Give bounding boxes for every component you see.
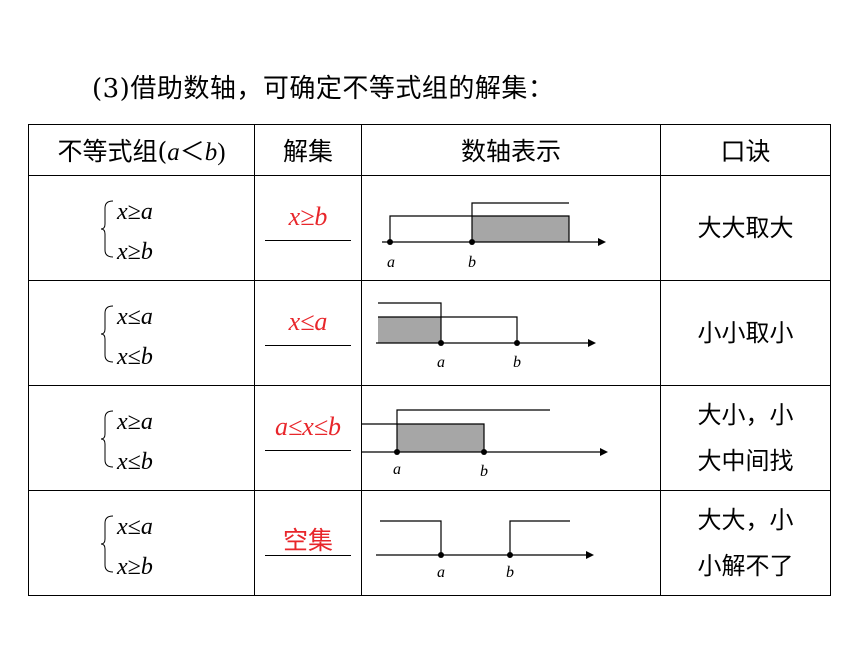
point-a [394, 449, 400, 455]
table-row: x≤a x≥b 空集 a b 大大，小小解不了 [28, 490, 831, 596]
point-b [469, 239, 475, 245]
number-line-cell: a b [361, 490, 661, 596]
answer-blank-line [265, 450, 351, 451]
label-a: a [437, 564, 445, 581]
solution-text: a≤x≤b [274, 412, 342, 441]
inequality-2: x≥b [117, 239, 153, 265]
number-line-cell: a b [361, 280, 661, 386]
rule-cell: 小小取小 [660, 280, 831, 386]
solution-cell: 空集 [254, 490, 362, 596]
inequality-1: x≤a [117, 514, 153, 540]
solution-cell: x≤a [254, 280, 362, 386]
axis-arrow-icon [586, 551, 594, 559]
label-b: b [468, 254, 476, 271]
inequality-1: x≥a [117, 199, 153, 225]
point-b [507, 552, 513, 558]
label-b: b [506, 564, 514, 581]
axis-arrow-icon [588, 339, 596, 347]
answer-blank-line [265, 555, 351, 556]
label-a: a [393, 461, 401, 478]
header-rule: 口诀 [660, 124, 831, 176]
label-a: a [437, 354, 445, 371]
answer-blank-line [265, 240, 351, 241]
table-row: x≥a x≤b a≤x≤b a b 大小，小大中间找 [28, 385, 831, 491]
rule-cell: 大大取大 [660, 175, 831, 281]
inequality-2: x≥b [117, 554, 153, 580]
label-b: b [513, 354, 521, 371]
label-a: a [387, 254, 395, 271]
rule-cell: 大小，小大中间找 [660, 385, 831, 491]
range-b [378, 316, 518, 343]
inequality-2: x≤b [117, 344, 153, 370]
solution-shade [378, 317, 441, 343]
point-a [438, 552, 444, 558]
system-cell: x≥a x≥b [28, 175, 255, 281]
range-a [396, 409, 550, 452]
number-line-cell: a b [361, 175, 661, 281]
axis-arrow-icon [600, 448, 608, 456]
system-cell: x≥a x≤b [28, 385, 255, 491]
range-a [378, 302, 442, 343]
header-solution: 解集 [254, 124, 362, 176]
inequality-system-table: 不等式组(a＜b) 解集 数轴表示 口诀 x≥a x≥b x≥b a b [28, 124, 831, 596]
number-line-diagram: a b [376, 520, 594, 581]
range-b [471, 202, 569, 242]
left-brace-icon [101, 200, 114, 258]
number-line-cell: a b [361, 385, 661, 491]
inequality-1: x≥a [117, 409, 153, 435]
solution-text: x≤a [288, 307, 328, 336]
inequality-1: x≤a [117, 304, 153, 330]
point-a [387, 239, 393, 245]
intro-text: (3)借助数轴，可确定不等式组的解集： [92, 74, 555, 104]
point-b [481, 449, 487, 455]
system-cell: x≤a x≥b [28, 490, 255, 596]
answer-blank-line [265, 345, 351, 346]
range-b [509, 520, 570, 555]
solution-text: x≥b [288, 202, 328, 231]
point-a [438, 340, 444, 346]
solution-cell: a≤x≤b [254, 385, 362, 491]
table-row: x≥a x≥b x≥b a b 大大取大 [28, 175, 831, 281]
table-header-row: 不等式组(a＜b) 解集 数轴表示 口诀 [28, 124, 831, 176]
header-axis: 数轴表示 [361, 124, 661, 176]
left-brace-icon [101, 410, 114, 468]
number-line-diagram: a b [376, 302, 596, 371]
header-system: 不等式组(a＜b) [28, 124, 255, 176]
table-row: x≤a x≤b x≤a a b 小小取小 [28, 280, 831, 386]
number-line-diagram: a b [362, 409, 608, 480]
range-a [389, 215, 570, 242]
solution-shade [397, 424, 484, 452]
rule-cell: 大大，小小解不了 [660, 490, 831, 596]
inequality-2: x≤b [117, 449, 153, 475]
axis-arrow-icon [598, 238, 606, 246]
left-brace-icon [101, 305, 114, 363]
range-a [380, 520, 442, 555]
left-brace-icon [101, 515, 114, 573]
system-cell: x≤a x≤b [28, 280, 255, 386]
number-line-diagram: a b [382, 202, 606, 271]
point-b [514, 340, 520, 346]
solution-cell: x≥b [254, 175, 362, 281]
label-b: b [480, 463, 488, 480]
solution-text: 空集 [282, 526, 333, 555]
range-b [362, 423, 485, 452]
solution-shade [472, 216, 569, 242]
